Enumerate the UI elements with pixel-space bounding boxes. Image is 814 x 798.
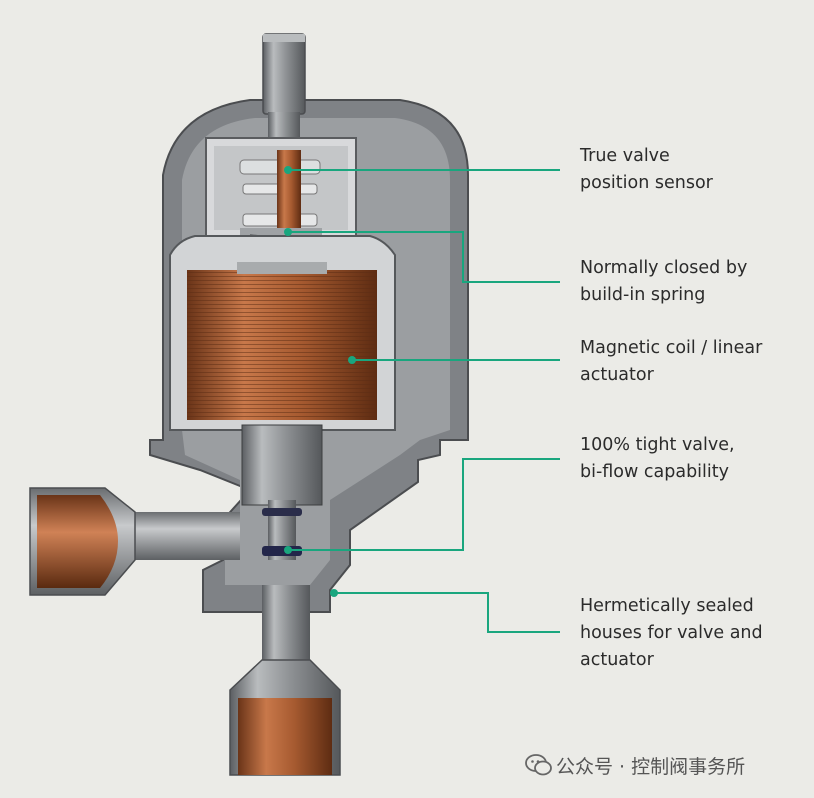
leader-dot-sensor	[284, 166, 292, 174]
leader-tight	[288, 458, 560, 551]
side-pipe	[29, 487, 240, 596]
leader-dots	[284, 166, 356, 597]
leader-dot-spring	[284, 228, 292, 236]
bottom-pipe	[229, 585, 341, 776]
label-sensor: True valve position sensor	[580, 143, 713, 197]
label-tight: 100% tight valve, bi-flow capability	[580, 432, 735, 486]
label-sensor-line2: position sensor	[580, 173, 713, 193]
magnetic-coil	[169, 235, 396, 431]
leader-dot-coil	[348, 356, 356, 364]
label-coil: Magnetic coil / linear actuator	[580, 335, 762, 389]
leader-housing	[334, 592, 560, 633]
wechat-icon	[525, 754, 552, 776]
stem-top	[262, 33, 306, 142]
leader-dot-tight	[284, 546, 292, 554]
label-coil-line1: Magnetic coil / linear	[580, 338, 763, 358]
label-spring: Normally closed by build-in spring	[580, 255, 747, 309]
label-tight-line1: 100% tight valve,	[580, 435, 735, 455]
label-spring-line1: Normally closed by	[580, 258, 748, 278]
label-spring-line2: build-in spring	[580, 285, 706, 305]
watermark-text: 公众号 · 控制阀事务所	[556, 756, 746, 778]
plunger	[241, 424, 323, 560]
sensor-housing	[205, 137, 357, 250]
label-coil-line2: actuator	[580, 365, 654, 385]
label-housing-line3: actuator	[580, 650, 654, 670]
label-sensor-line1: True valve	[580, 146, 670, 166]
leader-lines	[288, 169, 560, 633]
label-housing-line2: houses for valve and	[580, 623, 763, 643]
label-housing: Hermetically sealed houses for valve and…	[580, 593, 763, 674]
label-housing-line1: Hermetically sealed	[580, 596, 754, 616]
leader-spring	[288, 231, 560, 283]
label-tight-line2: bi-flow capability	[580, 462, 729, 482]
leader-dot-housing	[330, 589, 338, 597]
